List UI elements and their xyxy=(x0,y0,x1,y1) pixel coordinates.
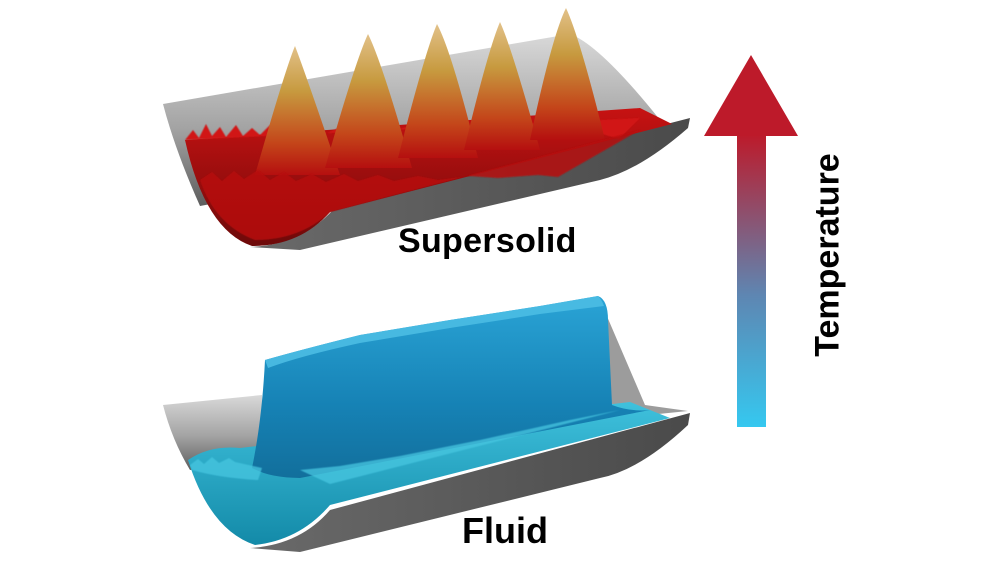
temperature-arrow xyxy=(704,55,798,427)
temperature-arrow-shaft xyxy=(737,134,766,427)
fluid-panel xyxy=(163,296,690,552)
temperature-arrow-head xyxy=(704,55,798,136)
supersolid-panel xyxy=(163,8,690,250)
supersolid-peak-4 xyxy=(464,22,540,150)
fluid-wall-top-highlight xyxy=(265,296,604,368)
supersolid-label: Supersolid xyxy=(398,222,577,260)
fluid-trough-front xyxy=(250,413,690,552)
fluid-bed xyxy=(188,402,670,545)
supersolid-front-ripples xyxy=(200,130,640,240)
supersolid-peaks xyxy=(255,8,605,175)
fluid-label: Fluid xyxy=(462,510,548,551)
fluid-trough-back-right xyxy=(600,300,688,420)
supersolid-peak-3 xyxy=(398,24,478,158)
supersolid-peak-1 xyxy=(255,46,340,175)
fluid-bed-speckles xyxy=(190,408,630,484)
supersolid-peak-5 xyxy=(530,8,605,140)
temperature-label: Temperature xyxy=(808,153,847,357)
supersolid-peak-2 xyxy=(325,34,412,168)
